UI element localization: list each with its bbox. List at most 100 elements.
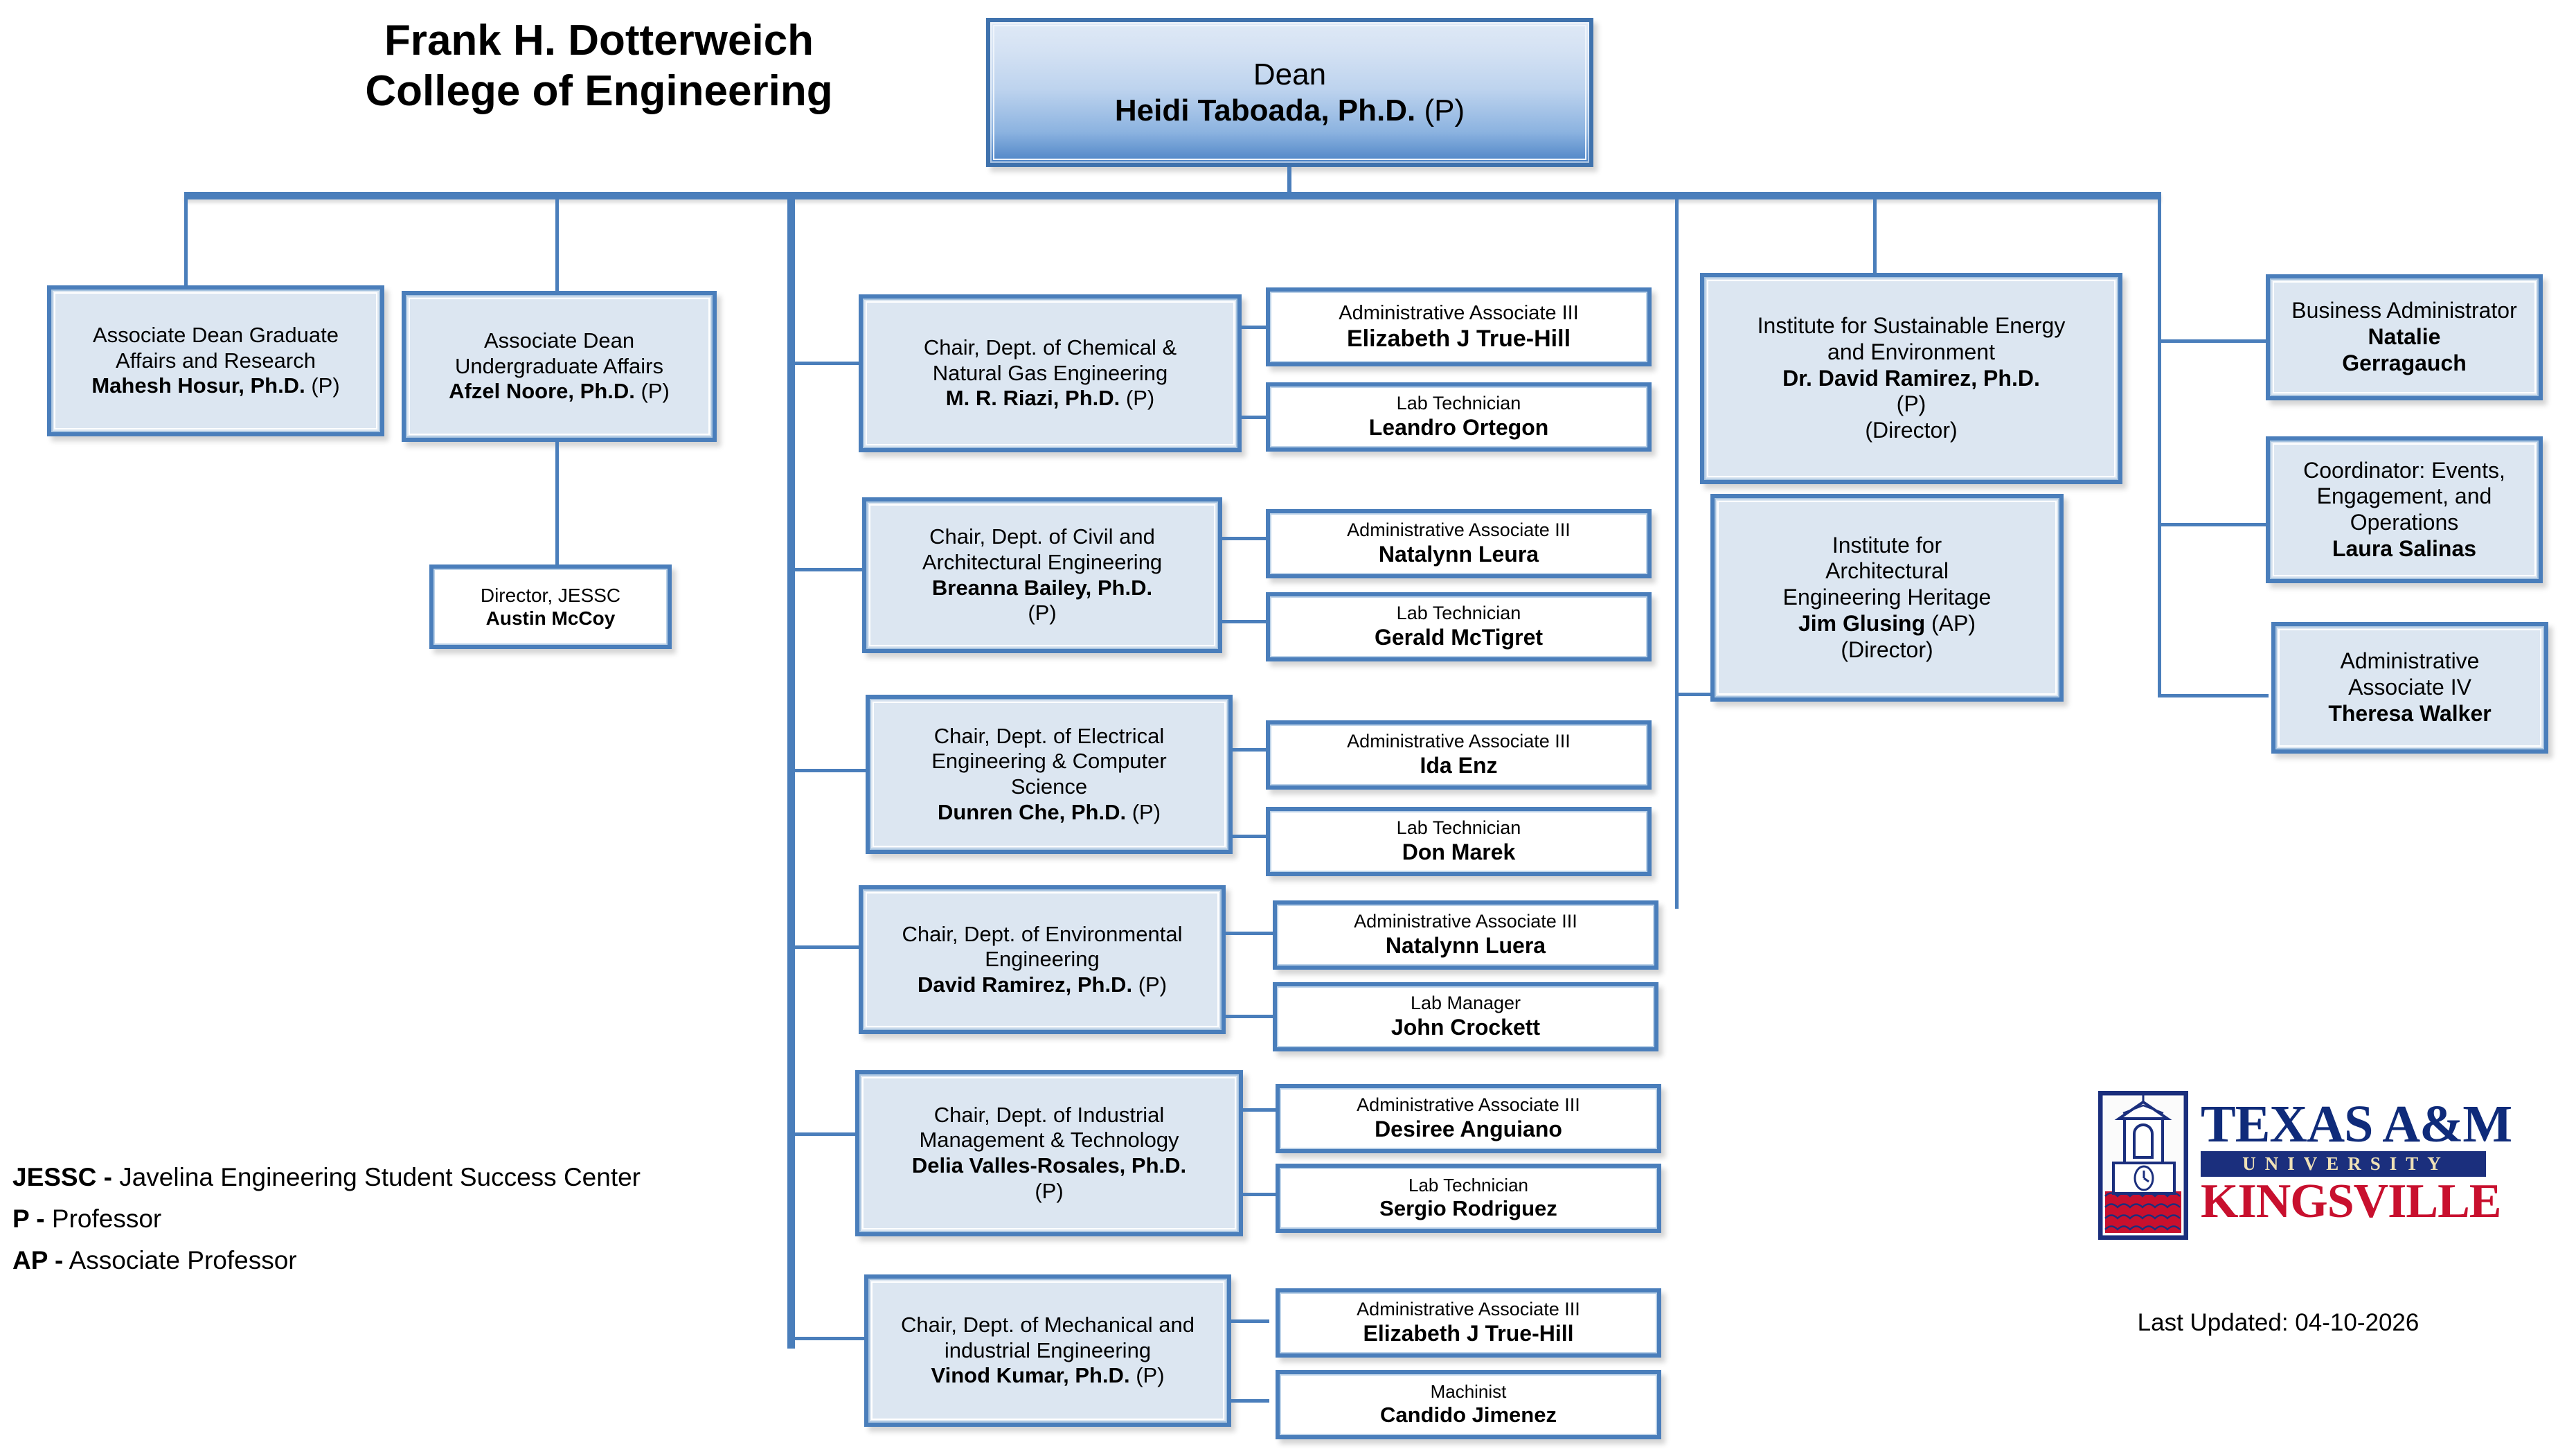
person-line: Afzel Noore, Ph.D. (P) <box>449 379 670 405</box>
node-staff-machinist-mechanical[interactable]: Machinist Candido Jimenez <box>1276 1370 1661 1439</box>
connector-chair1-staff1 <box>1242 326 1269 329</box>
staff-title: Lab Manager <box>1410 993 1521 1014</box>
node-content: Chair, Dept. of Electrical Engineering &… <box>870 699 1228 850</box>
node-content: Institute for Architectural Engineering … <box>1715 498 2059 697</box>
connector-stem-institute-energy <box>1873 192 1877 275</box>
node-institute-sustainable-energy[interactable]: Institute for Sustainable Energy and Env… <box>1700 273 2122 484</box>
role-title-line: Administrative <box>2340 648 2480 674</box>
legend-abbr: JESSC - <box>12 1163 112 1191</box>
person-suffix: (P) <box>1132 799 1161 824</box>
dean-name: Heidi Taboada, Ph.D. <box>1114 93 1416 127</box>
role-title-line: Business Administrator <box>2291 298 2517 323</box>
node-chair-mechanical[interactable]: Chair, Dept. of Mechanical and industria… <box>864 1274 1231 1427</box>
box-inner-border <box>869 504 1215 646</box>
logo-line-texas-am: TEXAS A&M <box>2201 1095 2512 1153</box>
node-staff-labmgr-environmental[interactable]: Lab Manager John Crockett <box>1273 982 1658 1051</box>
legend: JESSC - Javelina Engineering Student Suc… <box>12 1157 641 1281</box>
person-role: (Director) <box>1841 637 1933 662</box>
role-title-line: Undergraduate Affairs <box>454 353 663 378</box>
node-associate-dean-graduate[interactable]: Associate Dean Graduate Affairs and Rese… <box>47 285 384 436</box>
person-name: Breanna Bailey, Ph.D. <box>931 575 1153 600</box>
person-suffix: (P) <box>1028 601 1057 625</box>
last-updated-text: Last Updated: 04-10-2026 <box>2137 1309 2420 1336</box>
node-staff-lab-electrical[interactable]: Lab Technician Don Marek <box>1266 807 1652 876</box>
node-content: Business Administrator Natalie Gerragauc… <box>2270 278 2539 396</box>
person-name: Afzel Noore, Ph.D. <box>449 379 635 404</box>
node-content: Institute for Sustainable Energy and Env… <box>1704 277 2118 480</box>
role-title-line: Science <box>1010 774 1088 799</box>
node-chair-electrical[interactable]: Chair, Dept. of Electrical Engineering &… <box>866 695 1233 854</box>
connector-chair6-staff1 <box>1231 1319 1269 1323</box>
node-staff-admin-industrial[interactable]: Administrative Associate III Desiree Ang… <box>1276 1084 1661 1153</box>
connector-chair1-staff2 <box>1242 416 1269 419</box>
node-staff-admin-mechanical[interactable]: Administrative Associate III Elizabeth J… <box>1276 1288 1661 1358</box>
box-inner-border <box>1273 294 1645 359</box>
node-content: Lab Technician Leandro Ortegon <box>1270 386 1647 447</box>
node-dean[interactable]: Dean Heidi Taboada, Ph.D. (P) <box>986 18 1593 167</box>
box-inner-border <box>54 292 377 429</box>
node-staff-admin-electrical[interactable]: Administrative Associate III Ida Enz <box>1266 720 1652 790</box>
role-title-line: Architectural Engineering <box>922 549 1163 574</box>
box-inner-border <box>409 298 710 435</box>
node-staff-lab-chemical[interactable]: Lab Technician Leandro Ortegon <box>1266 382 1652 452</box>
staff-title: Lab Technician <box>1396 603 1521 624</box>
connector-branch-chair-3 <box>791 769 868 772</box>
staff-name: Ida Enz <box>1420 753 1498 779</box>
node-director-jessc[interactable]: Director, JESSC Austin McCoy <box>429 565 672 649</box>
page-title-line2: College of Engineering <box>365 67 833 116</box>
connector-branch-chair-4 <box>791 945 861 949</box>
connector-chairs-spine <box>787 192 795 1349</box>
logo-line-kingsville: KINGSVILLE <box>2201 1174 2501 1228</box>
box-inner-border <box>2273 281 2536 393</box>
role-title-line: industrial Engineering <box>944 1337 1152 1362</box>
node-content: Chair, Dept. of Chemical & Natural Gas E… <box>863 299 1237 448</box>
institute-title-line: Architectural <box>1825 558 1949 584</box>
box-inner-border <box>866 892 1219 1027</box>
box-inner-border <box>873 702 1226 847</box>
node-staff-admin-environmental[interactable]: Administrative Associate III Natalynn Lu… <box>1273 900 1658 970</box>
node-chair-chemical[interactable]: Chair, Dept. of Chemical & Natural Gas E… <box>859 294 1242 452</box>
role-title-line: Engineering <box>985 947 1100 972</box>
node-staff-lab-industrial[interactable]: Lab Technician Sergio Rodriguez <box>1276 1164 1661 1233</box>
role-title-line: Associate Dean <box>483 328 635 353</box>
legend-text: Professor <box>44 1204 162 1233</box>
role-title-line: Director, JESSC <box>480 584 621 606</box>
role-title-line: Chair, Dept. of Environmental <box>902 921 1183 946</box>
box-inner-border <box>436 571 665 642</box>
box-inner-border <box>1273 727 1645 783</box>
staff-title: Administrative Associate III <box>1347 731 1571 752</box>
node-content: Administrative Associate III Elizabeth J… <box>1270 292 1647 362</box>
connector-chair6-staff2 <box>1231 1399 1269 1403</box>
person-name: Gerragauch <box>2342 350 2467 375</box>
node-chair-industrial-management[interactable]: Chair, Dept. of Industrial Management & … <box>855 1070 1243 1236</box>
person-name: Jim Glusing <box>1798 610 1926 636</box>
node-chair-civil[interactable]: Chair, Dept. of Civil and Architectural … <box>862 497 1222 653</box>
node-staff-admin-civil[interactable]: Administrative Associate III Natalynn Le… <box>1266 509 1652 578</box>
institute-title-line: and Environment <box>1827 339 1995 364</box>
connector-chair5-staff2 <box>1243 1193 1278 1196</box>
node-institute-architectural-heritage[interactable]: Institute for Architectural Engineering … <box>1710 494 2064 702</box>
node-business-administrator[interactable]: Business Administrator Natalie Gerragauc… <box>2266 274 2543 400</box>
node-staff-lab-civil[interactable]: Lab Technician Gerald McTigret <box>1266 592 1652 661</box>
person-rank: (P) <box>1896 391 1926 417</box>
person-name: Theresa Walker <box>2328 700 2492 726</box>
node-staff-admin-chemical[interactable]: Administrative Associate III Elizabeth J… <box>1266 287 1652 366</box>
node-associate-dean-undergraduate[interactable]: Associate Dean Undergraduate Affairs Afz… <box>402 291 717 442</box>
person-name: David Ramirez, Ph.D. <box>917 972 1133 997</box>
person-line: David Ramirez, Ph.D. (P) <box>918 972 1167 998</box>
node-content: Chair, Dept. of Industrial Management & … <box>859 1074 1239 1232</box>
node-administrative-associate-iv[interactable]: Administrative Associate IV Theresa Walk… <box>2271 622 2548 754</box>
staff-name: Leandro Ortegon <box>1368 415 1549 441</box>
connector-main-bus <box>184 192 2161 199</box>
person-name: Dunren Che, Ph.D. <box>937 799 1127 824</box>
box-inner-border <box>1273 814 1645 869</box>
person-name: Mahesh Hosur, Ph.D. <box>91 373 305 398</box>
node-coordinator-events[interactable]: Coordinator: Events, Engagement, and Ope… <box>2266 436 2543 583</box>
person-suffix: (AP) <box>1931 610 1976 636</box>
node-chair-environmental[interactable]: Chair, Dept. of Environmental Engineerin… <box>859 885 1226 1034</box>
connector-drop-assoc-dean-grad <box>184 192 188 287</box>
person-name: M. R. Riazi, Ph.D. <box>945 386 1120 411</box>
person-suffix: (P) <box>1138 972 1168 997</box>
box-inner-border <box>993 25 1586 160</box>
node-content: Associate Dean Graduate Affairs and Rese… <box>51 290 380 432</box>
